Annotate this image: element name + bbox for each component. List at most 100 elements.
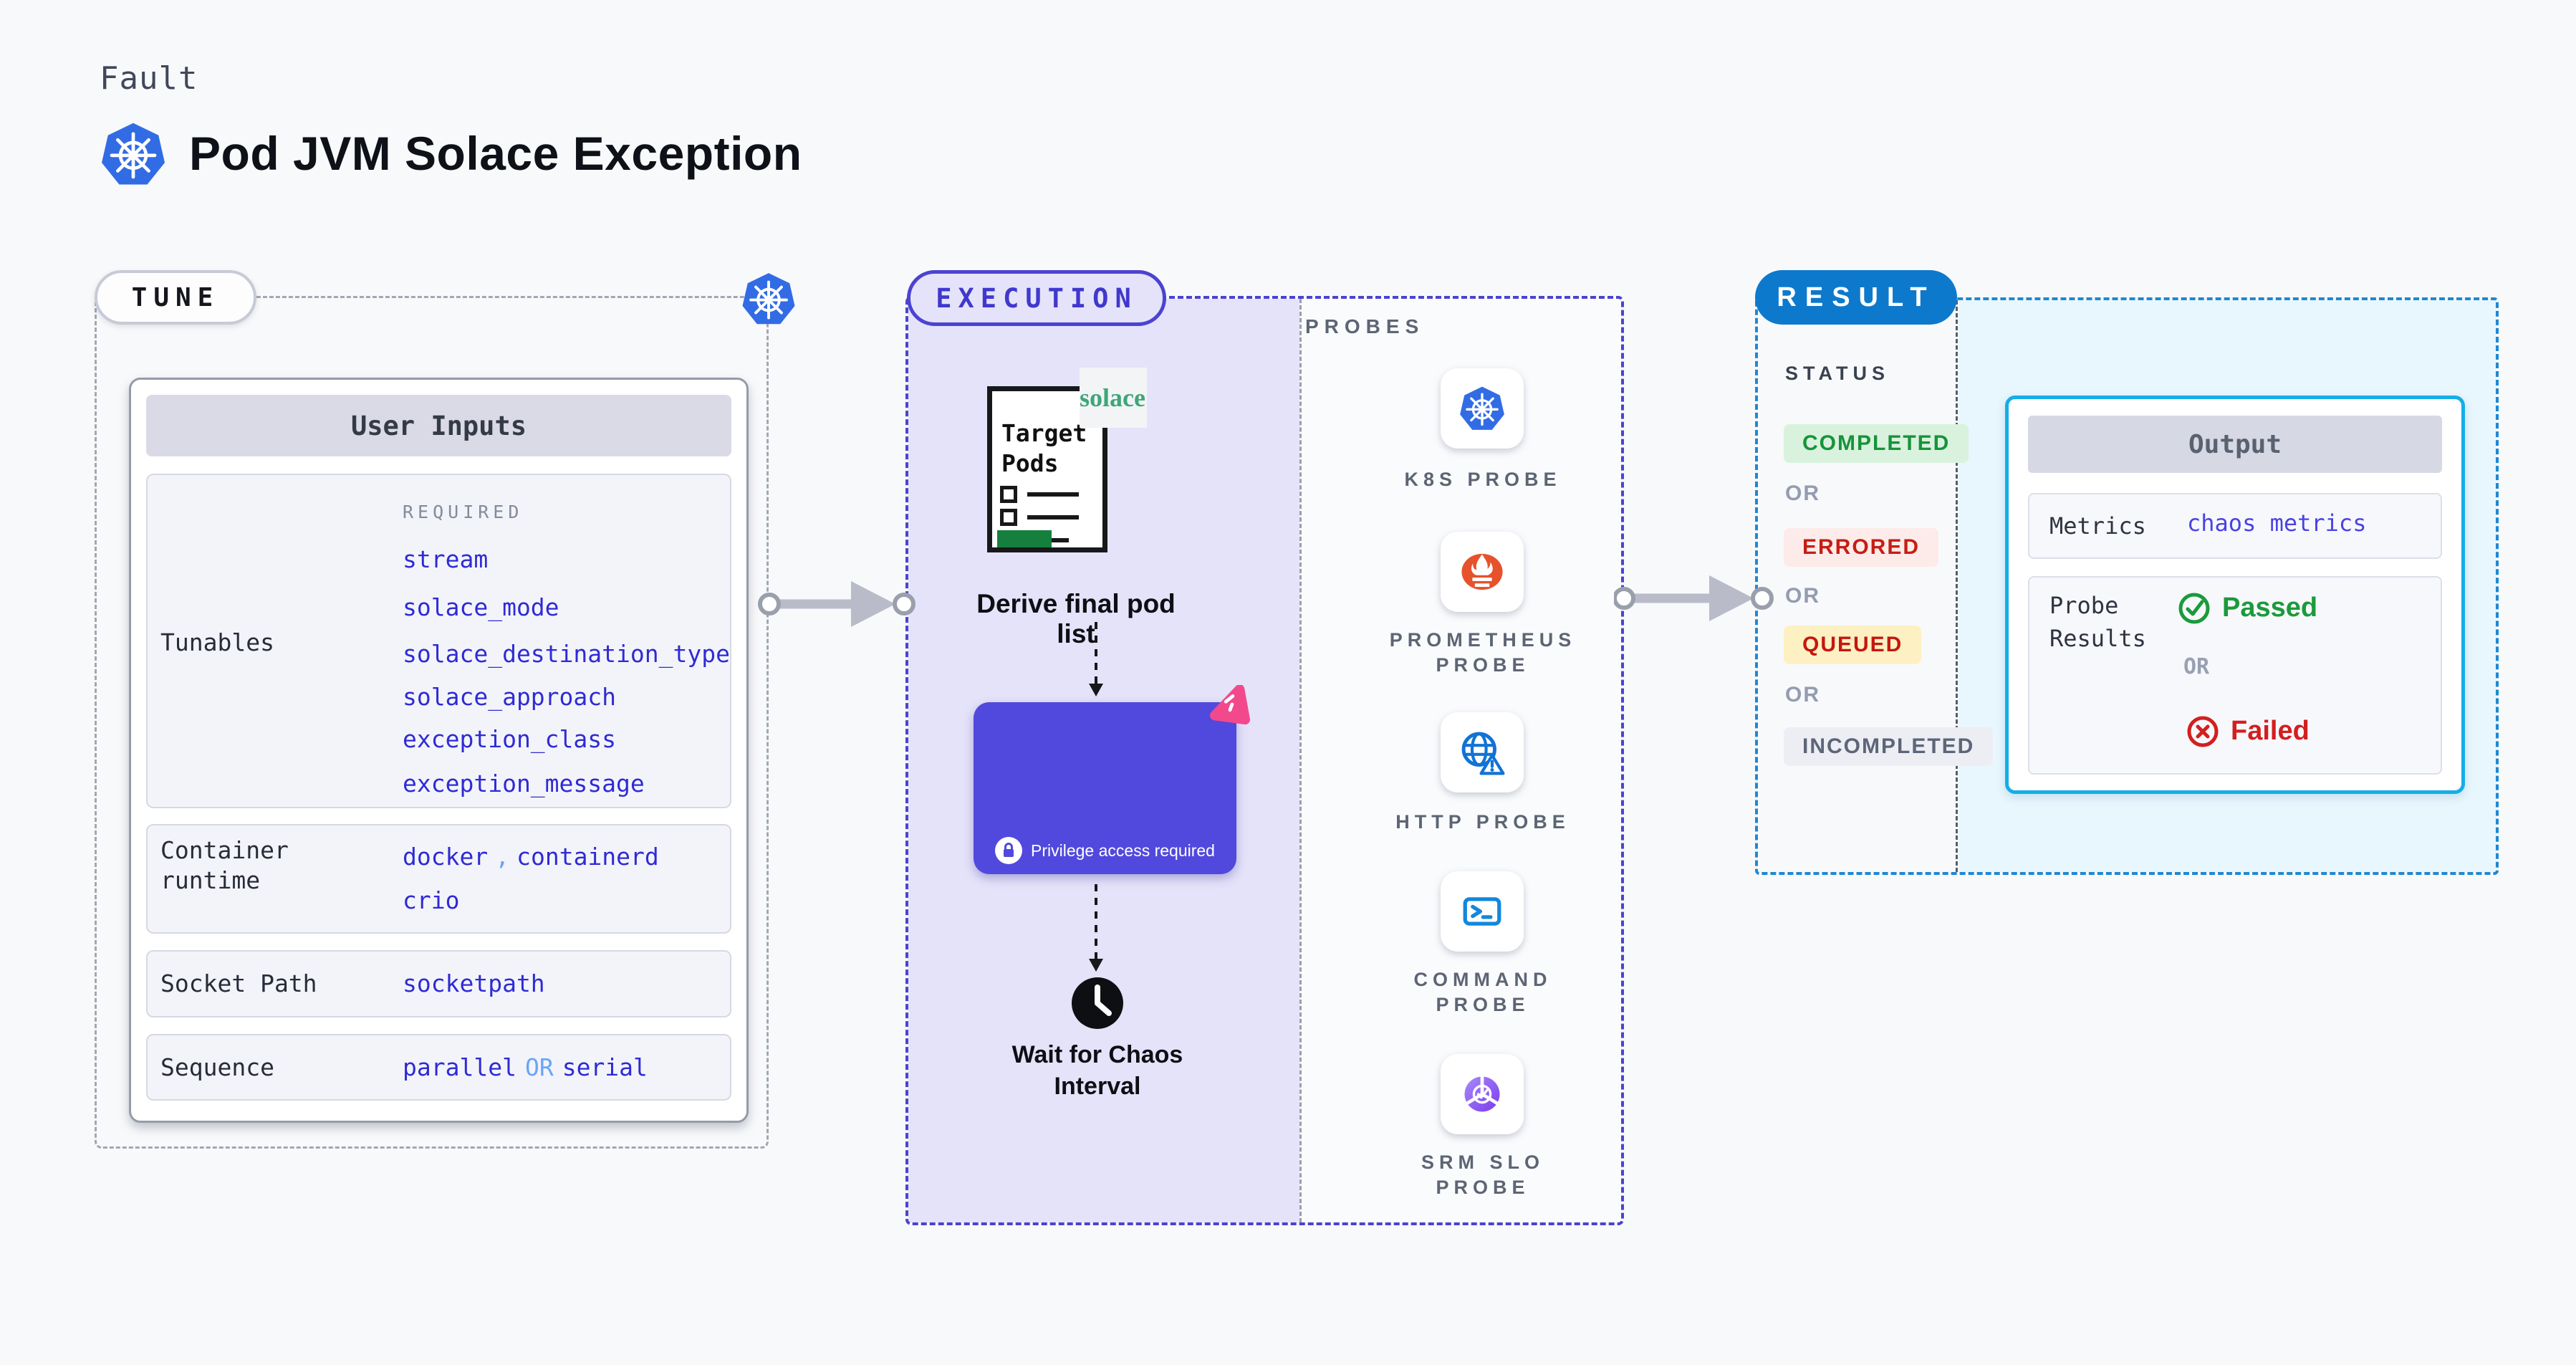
probe-label-line: PROBE: [1436, 994, 1530, 1015]
chaos-icon: [1209, 685, 1251, 725]
flow-arrow-down: [1089, 622, 1103, 696]
result-badge: RESULT: [1755, 270, 1957, 325]
tune-badge: TUNE: [95, 270, 256, 325]
runtime-value-containerd: containerd: [516, 843, 659, 871]
status-badge-errored: ERRORED: [1784, 528, 1939, 567]
container-runtime-row: [146, 824, 731, 934]
probe-label-line: COMMAND: [1413, 969, 1552, 990]
srm-slo-probe-card: [1441, 1054, 1524, 1134]
sequence-label: Sequence: [160, 1053, 274, 1081]
target-pods-line2: Pods: [1001, 449, 1059, 477]
or-separator: OR: [1785, 584, 1820, 608]
solace-wordmark: solace: [1080, 383, 1145, 412]
execution-badge: EXECUTION: [907, 270, 1166, 326]
passed-label: Passed: [2222, 593, 2318, 623]
target-pods-clipboard: [987, 386, 1107, 552]
passed-check-icon: [2178, 593, 2210, 624]
runtime-label-line1: Container: [160, 836, 289, 864]
probe-label-line: PROBE: [1436, 1177, 1530, 1198]
prometheus-icon: [1461, 553, 1503, 590]
page-title: Pod JVM Solace Exception: [189, 127, 802, 180]
solace-logo: solace: [1080, 368, 1147, 428]
sequence-value-parallel: parallel: [403, 1053, 516, 1081]
probe-label-line: PROMETHEUS: [1389, 629, 1577, 651]
wait-line2: Interval: [1054, 1073, 1141, 1100]
failed-x-icon: [2187, 716, 2219, 747]
tune-to-execution-arrow: [758, 581, 915, 627]
status-label: STATUS: [1785, 363, 1890, 384]
runtime-values: docker,containerd: [403, 843, 659, 871]
execution-probes-divider: [1299, 299, 1302, 1222]
probe-results-line1: Probe: [2049, 592, 2119, 619]
probe-results-row: [2028, 576, 2442, 775]
k8s-probe-card: [1441, 368, 1524, 449]
probe-label: HTTP PROBE: [1332, 810, 1633, 835]
probe-label-line: SRM SLO: [1421, 1151, 1544, 1173]
execution-container: [905, 296, 1624, 1225]
metrics-row: [2028, 493, 2442, 559]
tunable-item: solace_mode: [403, 593, 559, 621]
kubernetes-icon: [741, 270, 797, 327]
tunable-item: solace_approach: [403, 683, 617, 711]
probe-label: SRM SLO PROBE: [1332, 1150, 1633, 1200]
probe-label: K8S PROBE: [1332, 467, 1633, 492]
checkbox-icon: [1000, 486, 1017, 503]
checkbox-icon: [1000, 509, 1017, 526]
tunable-item: stream: [403, 545, 489, 573]
derive-pod-list-text: Derive final pod list: [976, 589, 1176, 648]
prometheus-probe-card: [1441, 532, 1524, 612]
socket-path-value: socketpath: [403, 969, 545, 997]
probe-label-line: HTTP PROBE: [1395, 811, 1570, 833]
kubernetes-icon: [100, 120, 167, 188]
result-container: [1755, 297, 2499, 875]
probe-label-line: PROBE: [1436, 654, 1530, 676]
sequence-or: OR: [524, 1053, 554, 1081]
lock-icon: [995, 837, 1023, 864]
metrics-value: chaos metrics: [2187, 509, 2367, 537]
clock-icon: [1072, 977, 1123, 1029]
tunable-item: solace_destination_type: [403, 640, 730, 668]
status-output-divider: [1956, 300, 1958, 872]
failed-label: Failed: [2231, 716, 2310, 746]
tunable-item: exception_class: [403, 725, 617, 753]
target-pods-line1: Target: [1001, 419, 1087, 447]
tunables-row: [146, 474, 731, 808]
privilege-row: Privilege access required: [974, 837, 1236, 864]
runtime-label-line2: runtime: [160, 866, 261, 894]
required-label: REQUIRED: [403, 502, 524, 522]
or-separator: OR: [2183, 654, 2210, 679]
probe-label-line: K8S PROBE: [1404, 469, 1562, 490]
sequence-value-serial: serial: [562, 1053, 648, 1081]
command-probe-card: [1441, 871, 1524, 952]
tunables-label: Tunables: [160, 628, 274, 656]
k8s-icon: [1458, 385, 1506, 432]
user-inputs-header: User Inputs: [146, 395, 731, 456]
command-terminal-icon: [1463, 897, 1501, 926]
probes-panel-label: PROBES: [1305, 315, 1425, 337]
checkbox-line: [1027, 515, 1079, 519]
metrics-label: Metrics: [2049, 512, 2146, 540]
output-header: Output: [2028, 416, 2442, 473]
wait-line1: Wait for Chaos: [1011, 1041, 1183, 1068]
tunable-item: exception_message: [403, 770, 645, 798]
runtime-value-crio: crio: [403, 886, 460, 914]
progress-bar: [997, 530, 1052, 547]
flow-arrow-down: [1089, 884, 1103, 972]
srm-slo-icon: [1464, 1076, 1500, 1112]
or-separator: OR: [1785, 683, 1820, 707]
privilege-note: Privilege access required: [1031, 840, 1215, 860]
fault-kicker: Fault: [100, 60, 198, 97]
socket-path-label: Socket Path: [160, 969, 317, 997]
status-badge-incompleted: INCOMPLETED: [1784, 727, 1994, 766]
http-probe-card: [1441, 712, 1524, 792]
sequence-row: [146, 1034, 731, 1101]
probe-label: COMMAND PROBE: [1332, 967, 1633, 1017]
probe-label: PROMETHEUS PROBE: [1332, 628, 1633, 678]
socket-path-row: [146, 950, 731, 1017]
status-badge-queued: QUEUED: [1784, 626, 1922, 664]
runtime-value-docker: docker: [403, 843, 489, 871]
sequence-values: parallel OR serial: [403, 1053, 648, 1081]
